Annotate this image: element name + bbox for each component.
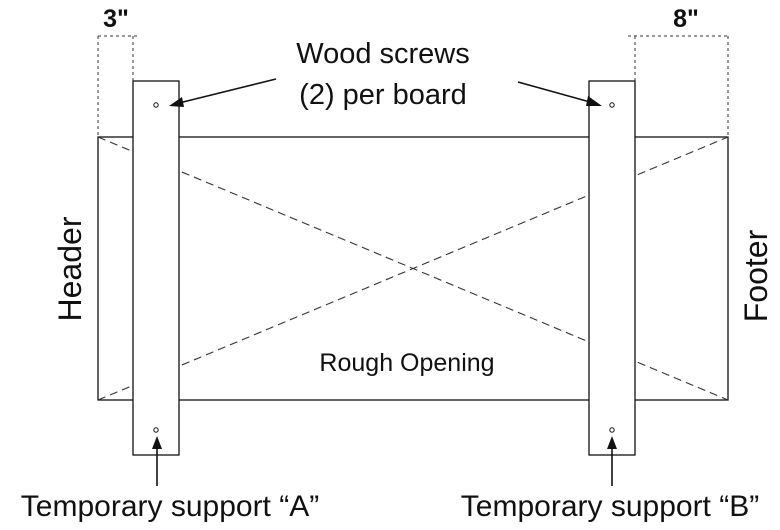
dimension-left-label: 3" <box>103 5 129 33</box>
callout-arrow-left <box>178 78 277 104</box>
rough-opening-frame <box>97 136 729 401</box>
dashed-diagonal <box>97 136 729 401</box>
screw-hole <box>609 427 615 433</box>
footer-label: Footer <box>738 229 774 322</box>
support-b-label: Temporary support “B” <box>461 490 759 523</box>
arrowhead <box>586 96 602 106</box>
callout-line-2: (2) per board <box>299 79 467 111</box>
screw-hole <box>153 102 159 108</box>
support-a-label: Temporary support “A” <box>21 490 319 523</box>
header-label: Header <box>52 216 88 321</box>
screw-hole <box>609 102 615 108</box>
screw-hole <box>153 427 159 433</box>
support-board-a <box>132 80 180 456</box>
callout-line-1: Wood screws <box>296 38 470 70</box>
rough-opening-label: Rough Opening <box>319 349 494 377</box>
dimension-right-label: 8" <box>673 5 699 33</box>
callout-arrow-right <box>517 81 591 103</box>
arrowhead <box>607 436 617 449</box>
arrowhead <box>169 97 184 107</box>
support-board-b <box>588 80 636 456</box>
arrowhead <box>152 436 162 449</box>
